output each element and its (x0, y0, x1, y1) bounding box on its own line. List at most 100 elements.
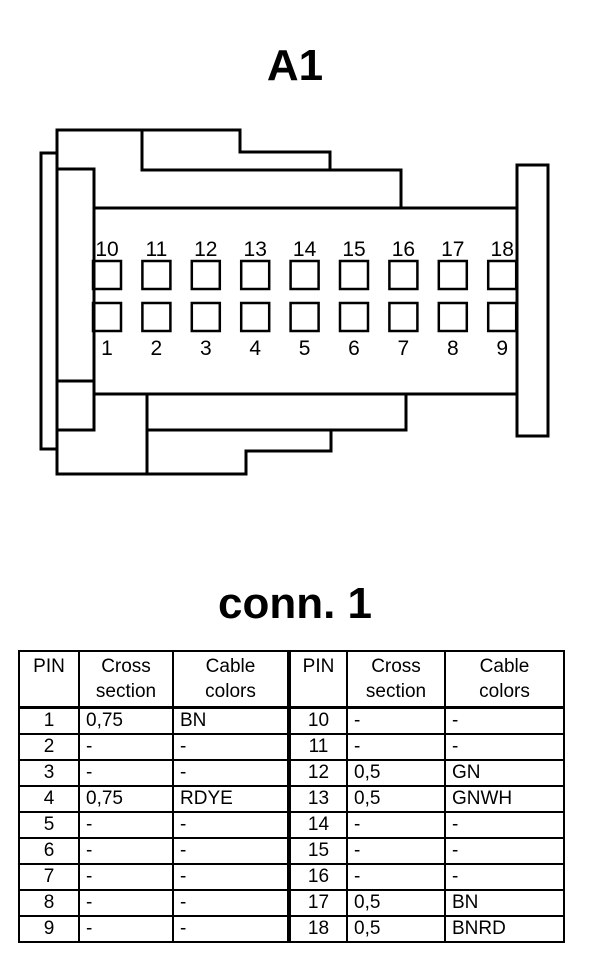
cell-pin: 6 (18, 837, 80, 865)
cell-color: - (172, 863, 290, 891)
pin-cavity-10 (91, 259, 123, 291)
cell-pin2: 11 (287, 733, 348, 761)
cell-color: BN (172, 706, 290, 735)
connector-back-plate (39, 151, 59, 451)
cell-pin2: 17 (287, 889, 348, 917)
connector-bottom-latch-divider (145, 394, 331, 474)
cell-pin2: 13 (287, 785, 348, 813)
pin-cavity-11 (141, 259, 172, 291)
cell-color2: - (444, 733, 565, 761)
cell-cross2: 0,5 (346, 759, 446, 787)
cell-pin: 7 (18, 863, 80, 891)
cell-color: RDYE (172, 785, 290, 813)
pin-label-8: 8 (447, 337, 459, 360)
connector-top-latch-right (142, 128, 332, 170)
pin-label-7: 7 (398, 337, 410, 360)
cell-pin2: 15 (287, 837, 348, 865)
cell-color2: - (444, 706, 565, 735)
cell-color: - (172, 837, 290, 865)
cell-color: - (172, 915, 290, 943)
cell-cross2: - (346, 733, 446, 761)
cell-pin: 1 (18, 706, 80, 735)
pin-cavity-5 (289, 301, 320, 333)
pin-label-14: 14 (293, 238, 317, 261)
connector-bottom-edge (57, 379, 517, 396)
cell-cross2: 0,5 (346, 889, 446, 917)
pin-label-6: 6 (348, 337, 360, 360)
cell-pin: 9 (18, 915, 80, 943)
pin-cavity-15 (338, 259, 370, 291)
connector-subtitle: conn. 1 (217, 579, 373, 628)
pin-cavity-9 (486, 301, 518, 333)
pin-label-16: 16 (392, 238, 415, 261)
cell-cross2: - (346, 706, 446, 735)
pin-cavity-3 (190, 301, 222, 333)
header-pin-2: PIN (287, 650, 348, 709)
pin-label-13: 13 (244, 238, 267, 261)
connector-top-latch-left (55, 128, 403, 210)
pin-label-18: 18 (491, 238, 514, 261)
pin-cavity-17 (437, 259, 469, 291)
cell-color2: - (444, 863, 565, 891)
pin-label-15: 15 (342, 238, 365, 261)
cell-cross: - (78, 837, 174, 865)
pin-cavity-18 (486, 259, 518, 291)
cell-cross2: - (346, 837, 446, 865)
connector-left-wall (55, 169, 96, 430)
connector-bottom-latch (55, 394, 408, 476)
cell-cross2: - (346, 863, 446, 891)
cell-pin: 3 (18, 759, 80, 787)
pin-label-12: 12 (194, 238, 217, 261)
diagram-title: A1 (266, 41, 324, 90)
pin-label-11: 11 (145, 238, 167, 261)
cell-cross: - (78, 915, 174, 943)
cell-pin2: 18 (287, 915, 348, 943)
cell-cross: - (78, 811, 174, 839)
pin-label-3: 3 (200, 337, 212, 360)
cell-cross: 0,75 (78, 785, 174, 813)
cell-cross2: 0,5 (346, 915, 446, 943)
pin-label-9: 9 (496, 337, 508, 360)
pin-label-10: 10 (95, 238, 118, 261)
connector-right-flange (515, 163, 550, 438)
pin-cavity-14 (289, 259, 320, 291)
pin-cavity-6 (338, 301, 370, 333)
cell-color: - (172, 733, 290, 761)
pin-cavity-4 (239, 301, 271, 333)
cell-cross: 0,75 (78, 706, 174, 735)
cell-cross: - (78, 889, 174, 917)
cell-pin: 5 (18, 811, 80, 839)
cell-pin2: 10 (287, 706, 348, 735)
pin-label-17: 17 (441, 238, 464, 261)
pin-cavity-13 (239, 259, 271, 291)
cell-pin: 4 (18, 785, 80, 813)
cell-color2: GN (444, 759, 565, 787)
pin-label-2: 2 (151, 337, 163, 360)
cell-pin: 8 (18, 889, 80, 917)
cell-cross2: 0,5 (346, 785, 446, 813)
cell-color: - (172, 811, 290, 839)
pin-label-1: 1 (101, 337, 113, 360)
cell-cross: - (78, 863, 174, 891)
pin-label-5: 5 (299, 337, 311, 360)
cell-color2: BN (444, 889, 565, 917)
cell-color: - (172, 889, 290, 917)
pin-cavity-7 (388, 301, 419, 333)
cell-color2: - (444, 811, 565, 839)
cell-pin: 2 (18, 733, 80, 761)
pin-cavity-12 (190, 259, 222, 291)
cell-color2: GNWH (444, 785, 565, 813)
cell-color2: - (444, 837, 565, 865)
cell-pin2: 14 (287, 811, 348, 839)
cell-color: - (172, 759, 290, 787)
